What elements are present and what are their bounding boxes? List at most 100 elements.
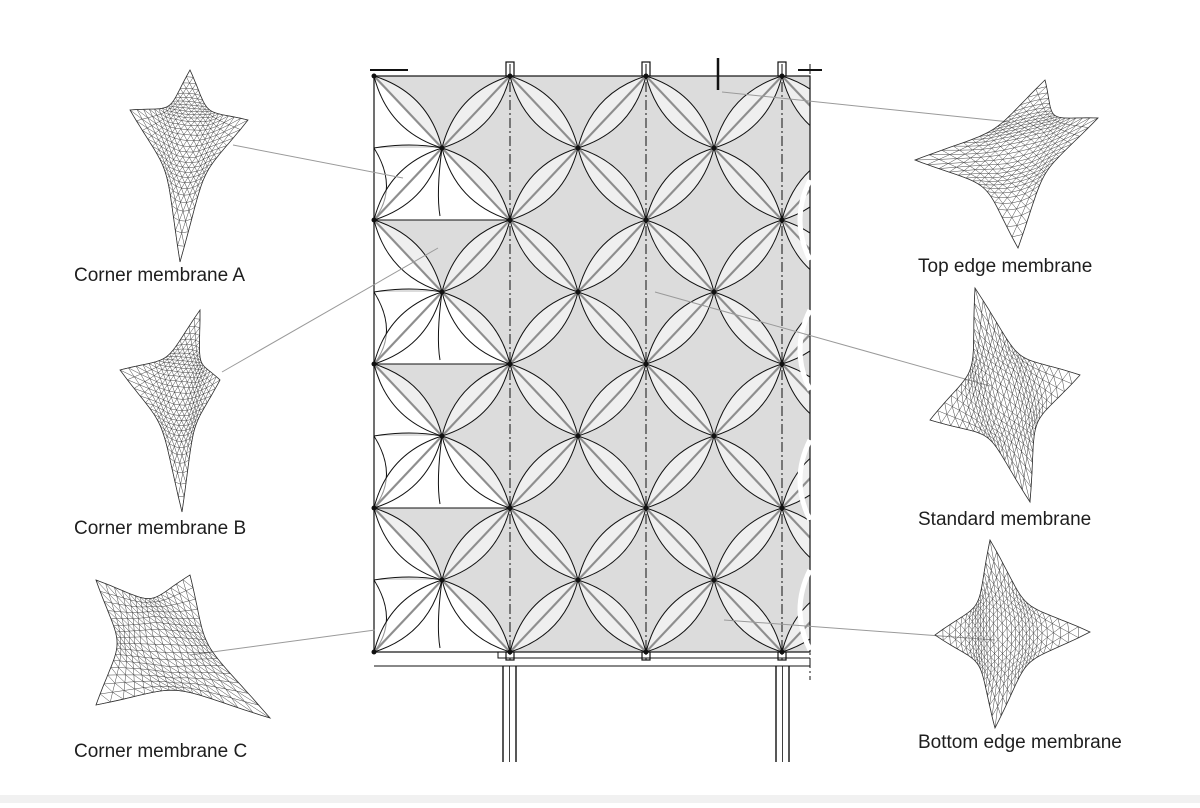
column-cap bbox=[641, 61, 651, 77]
cable-node bbox=[711, 289, 717, 295]
membrane-edge bbox=[645, 507, 715, 581]
membrane-edge bbox=[509, 363, 579, 437]
membrane-edge bbox=[713, 435, 783, 509]
column-cap bbox=[505, 61, 515, 77]
bay-membrane-curve bbox=[373, 432, 443, 437]
column-base bbox=[505, 651, 515, 661]
cable-node bbox=[507, 505, 513, 511]
mesh-corner-membrane-b bbox=[119, 308, 221, 513]
membrane-edge bbox=[781, 363, 810, 394]
cable-node bbox=[439, 577, 445, 583]
cable-net bbox=[374, 76, 810, 652]
bay-membrane-curve bbox=[373, 144, 443, 149]
label-top-edge-membrane: Top edge membrane bbox=[918, 256, 1093, 277]
column-base bbox=[641, 651, 651, 661]
cable-node bbox=[575, 145, 581, 151]
membrane-edge bbox=[645, 291, 715, 365]
membrane-edge bbox=[781, 169, 810, 221]
cable-node bbox=[779, 505, 785, 511]
membrane-edge bbox=[509, 435, 579, 509]
mesh-lines bbox=[929, 287, 1081, 503]
cable-node bbox=[779, 217, 785, 223]
membrane-edge bbox=[781, 507, 810, 538]
mesh-corner-membrane-a bbox=[129, 69, 249, 263]
membrane-edge bbox=[645, 579, 715, 652]
membrane-edge bbox=[441, 291, 511, 365]
leader-line bbox=[232, 144, 404, 179]
bay-membrane-curve bbox=[437, 147, 443, 217]
membrane-edge bbox=[577, 363, 647, 437]
cable-node bbox=[439, 433, 445, 439]
mesh-lines bbox=[129, 69, 249, 263]
membrane-edge bbox=[441, 363, 511, 437]
label-corner-membrane-b: Corner membrane B bbox=[74, 518, 247, 539]
membrane-edge bbox=[713, 579, 783, 652]
leader-line bbox=[189, 629, 376, 656]
edge-highlight bbox=[797, 178, 813, 262]
mesh-outline bbox=[913, 79, 1099, 249]
page-bottom-band bbox=[0, 795, 1200, 803]
leader-line bbox=[721, 91, 1011, 123]
facade-grid bbox=[370, 58, 822, 762]
edge-highlight bbox=[797, 438, 813, 522]
membrane-edge bbox=[374, 147, 443, 221]
membrane-edge bbox=[781, 219, 810, 271]
cable-node bbox=[779, 361, 785, 367]
leader-line bbox=[654, 291, 991, 387]
membrane-edge bbox=[509, 76, 579, 149]
mesh-lines bbox=[934, 539, 1091, 729]
membrane-edge bbox=[441, 147, 511, 221]
mesh-outline bbox=[95, 574, 272, 719]
membrane-edge bbox=[441, 507, 511, 581]
membrane-edge bbox=[509, 147, 579, 221]
column-base bbox=[777, 651, 787, 661]
label-bottom-edge-membrane: Bottom edge membrane bbox=[918, 732, 1122, 753]
cable-node bbox=[643, 505, 649, 511]
mesh-lines bbox=[914, 79, 1099, 249]
base-beam bbox=[374, 651, 810, 667]
membrane-meshes bbox=[95, 69, 1099, 730]
mesh-outline bbox=[129, 69, 249, 263]
membrane-edge bbox=[577, 147, 647, 221]
membrane-edge bbox=[781, 507, 810, 559]
membrane-edge bbox=[509, 291, 579, 365]
cable-node bbox=[507, 217, 513, 223]
membrane-edge bbox=[577, 76, 647, 149]
edge-highlight bbox=[797, 308, 813, 392]
membrane-edge bbox=[713, 76, 783, 149]
membrane-edge bbox=[509, 507, 579, 581]
mesh-bottom-edge-membrane bbox=[934, 538, 1091, 730]
cable-node bbox=[575, 289, 581, 295]
membrane-edge bbox=[577, 579, 647, 652]
column-cap bbox=[777, 61, 787, 77]
bay-membrane-curve bbox=[437, 291, 443, 361]
bay-membrane-curve bbox=[437, 579, 443, 649]
cable-node bbox=[643, 217, 649, 223]
membrane-edge bbox=[713, 219, 783, 293]
mesh-outline bbox=[119, 308, 221, 513]
membrane-edge bbox=[374, 76, 443, 149]
membrane-edge bbox=[645, 76, 715, 149]
label-corner-membrane-c: Corner membrane C bbox=[74, 741, 248, 762]
membrane-edge bbox=[713, 507, 783, 581]
bay-membrane-curve bbox=[437, 435, 443, 505]
leader-line bbox=[221, 247, 439, 373]
mesh-outline bbox=[929, 286, 1081, 504]
mesh-outline bbox=[934, 538, 1091, 730]
membrane-edge bbox=[509, 219, 579, 293]
membrane-edge bbox=[509, 579, 579, 652]
membrane-edge bbox=[577, 219, 647, 293]
membrane-edge bbox=[781, 76, 810, 127]
membrane-edge bbox=[713, 147, 783, 221]
membrane-edge bbox=[645, 363, 715, 437]
membrane-edge bbox=[374, 507, 443, 581]
membrane-edge bbox=[781, 601, 810, 652]
membrane-edge bbox=[441, 76, 511, 149]
membrane-edge bbox=[645, 435, 715, 509]
cable-node bbox=[439, 289, 445, 295]
bay-membrane-curve bbox=[373, 288, 443, 293]
mesh-corner-membrane-c bbox=[95, 574, 272, 719]
membrane-edge bbox=[645, 219, 715, 293]
cable-node bbox=[575, 433, 581, 439]
